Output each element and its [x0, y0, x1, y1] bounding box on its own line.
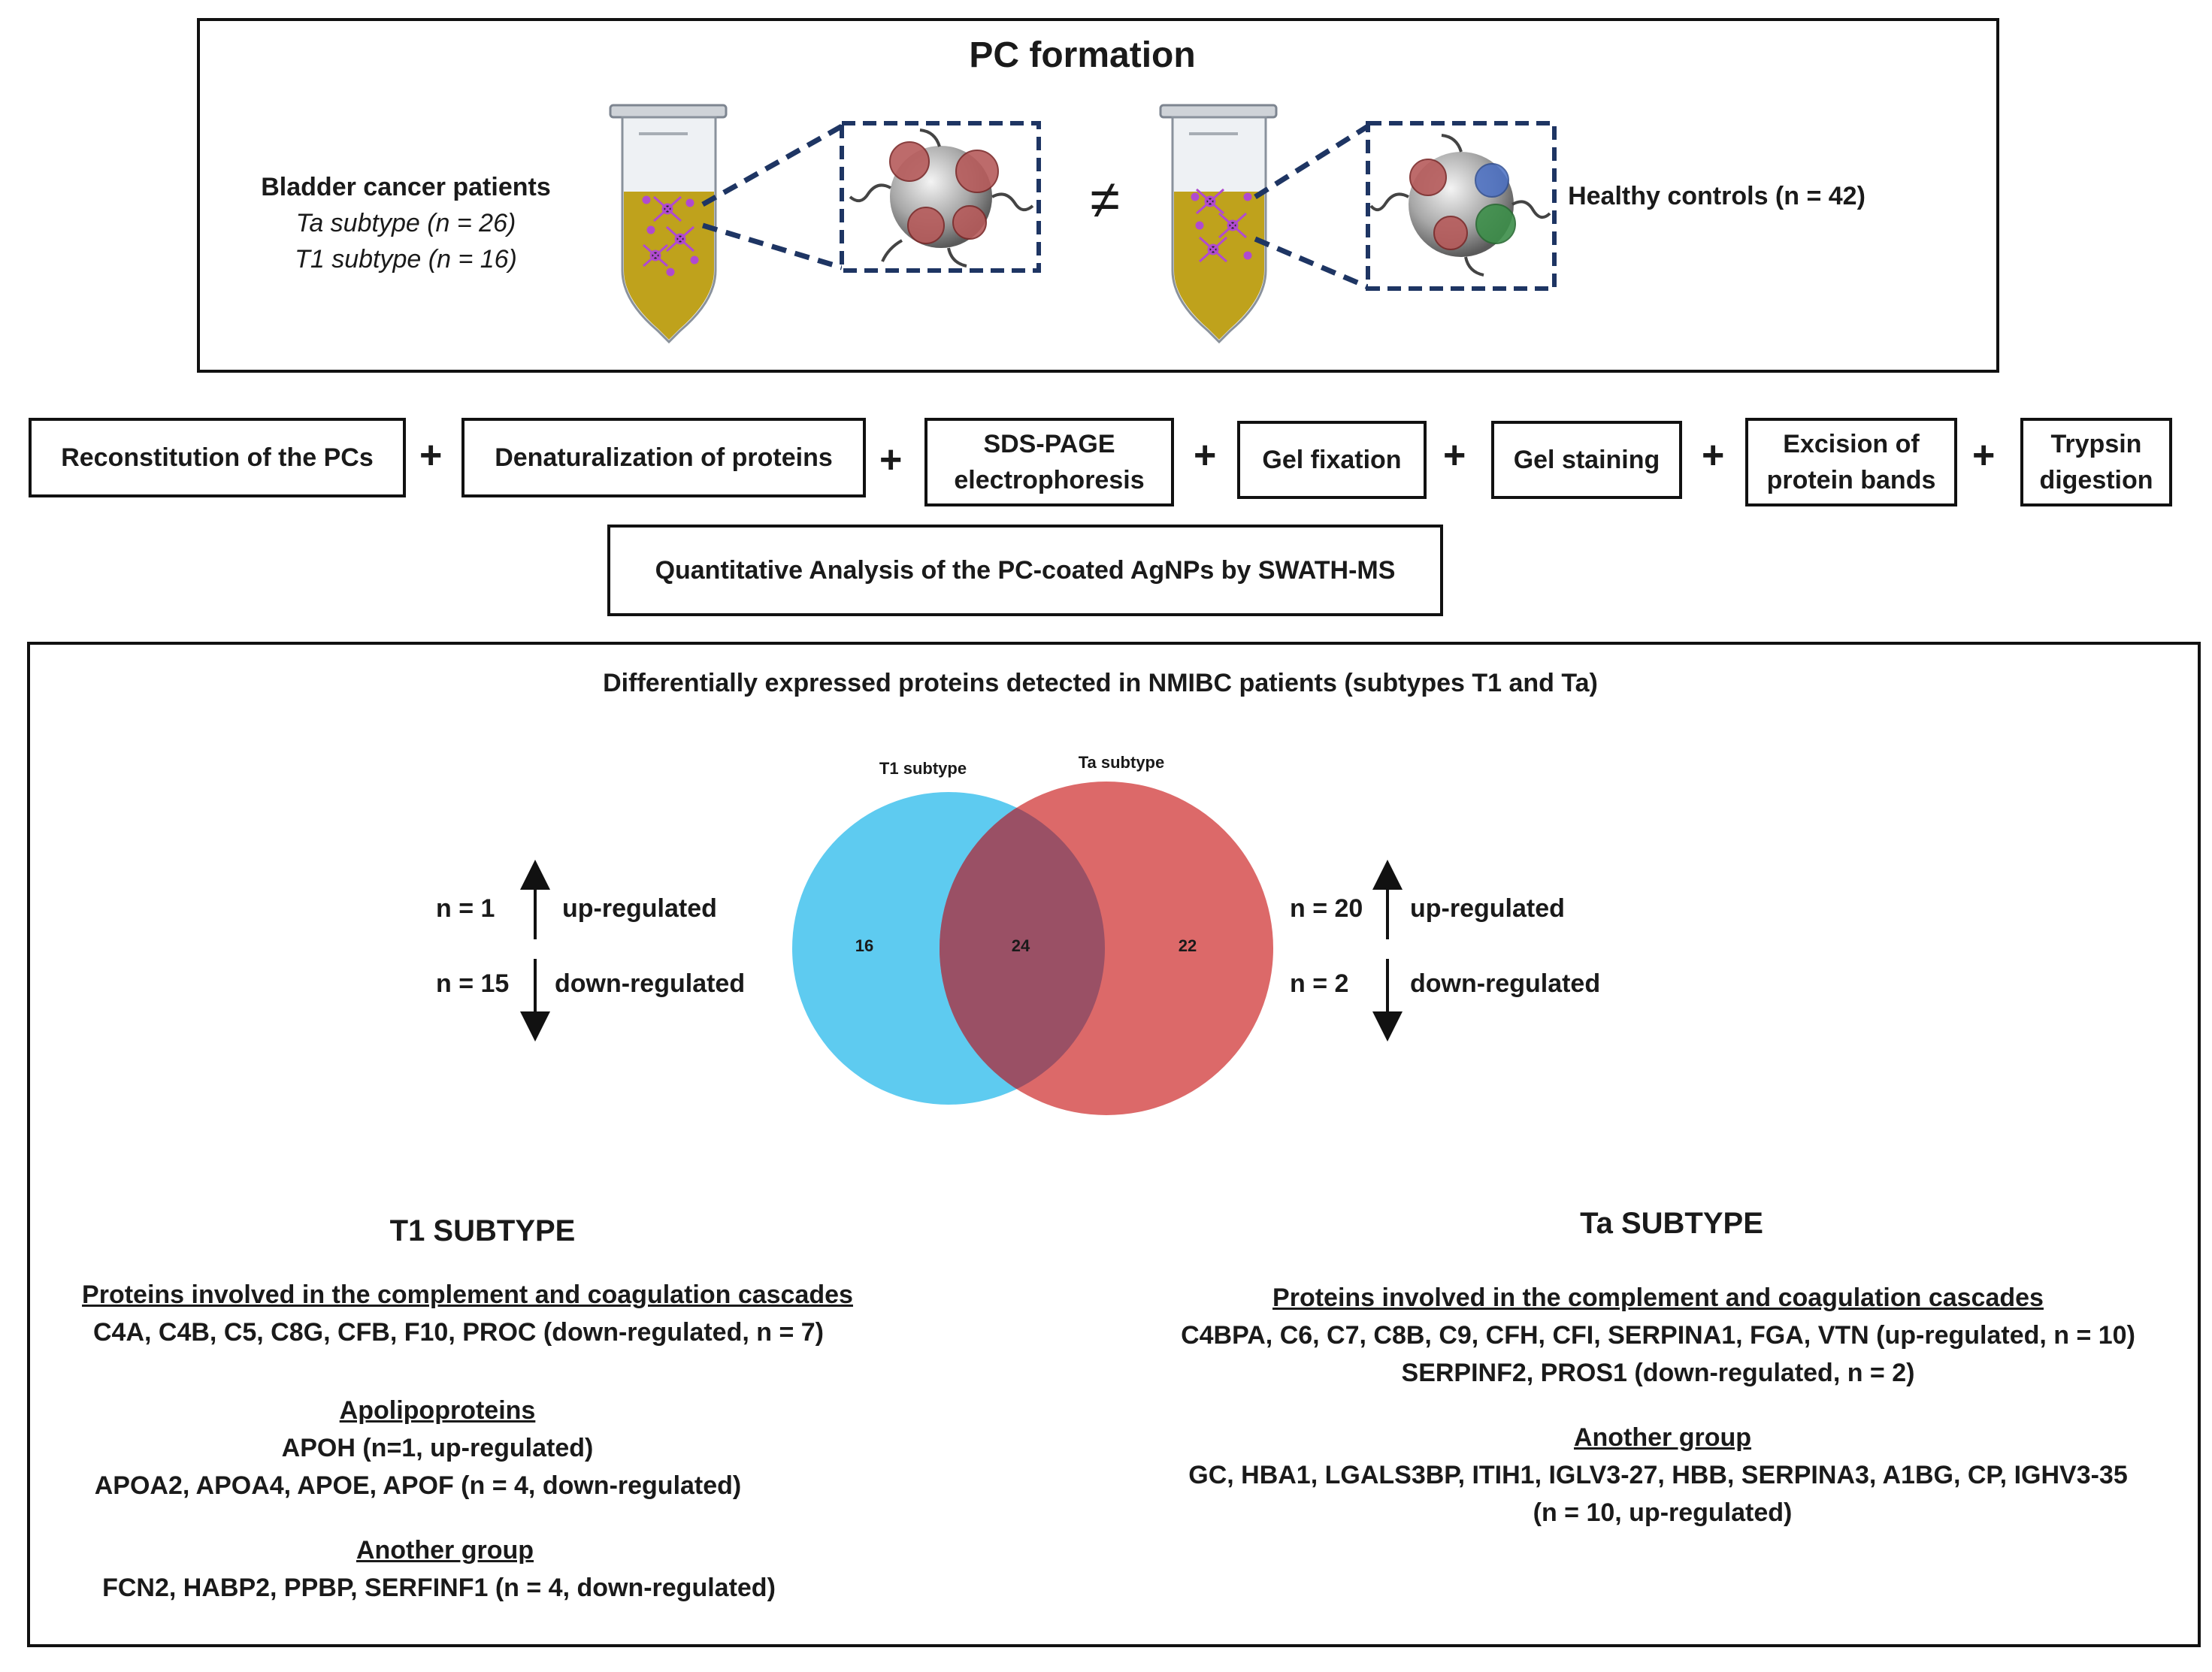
t1-down-count: n = 15 — [436, 969, 510, 998]
step-excision: Excision of protein bands — [1745, 418, 1957, 506]
venn-count-overlap: 24 — [1012, 936, 1030, 955]
patient-sample-tube-icon — [609, 104, 728, 344]
swath-analysis-box: Quantitative Analysis of the PC-coated A… — [607, 525, 1443, 616]
venn-label-t1: T1 subtype — [879, 759, 967, 778]
step-sds-page: SDS-PAGE electrophoresis — [924, 418, 1174, 506]
control-nanoparticle-icon — [1369, 134, 1551, 277]
patients-label: Bladder cancer patients — [261, 173, 551, 201]
plus-sign: + — [879, 438, 903, 482]
plus-sign: + — [1194, 434, 1217, 477]
ta-complement-up: C4BPA, C6, C7, C8B, C9, CFH, CFI, SERPIN… — [1181, 1321, 2135, 1350]
t1-another-group-title: Another group — [356, 1536, 534, 1565]
t1-heading: T1 SUBTYPE — [389, 1214, 576, 1247]
pc-illustration — [609, 104, 1557, 344]
plus-sign: + — [1443, 434, 1466, 477]
control-sample-tube-icon — [1159, 104, 1278, 344]
t1-up-label: up-regulated — [562, 894, 717, 923]
ta-heading: Ta SUBTYPE — [1580, 1207, 1763, 1240]
ta-up-label: up-regulated — [1410, 894, 1565, 923]
ta-up-count: n = 20 — [1290, 894, 1363, 923]
step-gel-staining: Gel staining — [1491, 421, 1682, 499]
ta-down-count: n = 2 — [1290, 969, 1349, 998]
t1-complement-title: Proteins involved in the complement and … — [82, 1280, 853, 1309]
step-gel-fixation: Gel fixation — [1237, 421, 1427, 499]
patient-nanoparticle-icon — [849, 128, 1034, 268]
plus-sign: + — [1972, 434, 1996, 477]
t1-subtype-count: T1 subtype (n = 16) — [295, 245, 517, 274]
ta-another-group-title: Another group — [1573, 1423, 1752, 1452]
t1-up-count: n = 1 — [436, 894, 495, 923]
regulation-arrows — [520, 860, 1403, 1042]
ta-subtype-count: Ta subtype (n = 26) — [295, 209, 516, 237]
t1-another-group-list: FCN2, HABP2, PPBP, SERFINF1 (n = 4, down… — [102, 1574, 776, 1602]
venn-label-ta: Ta subtype — [1079, 753, 1165, 772]
t1-down-label: down-regulated — [555, 969, 746, 998]
ta-another-group-count: (n = 10, up-regulated) — [1533, 1498, 1793, 1527]
ta-another-group-list: GC, HBA1, LGALS3BP, ITIH1, IGLV3-27, HBB… — [1188, 1461, 2128, 1489]
venn-diagram: T1 subtype Ta subtype 16 24 22 — [792, 753, 1273, 1115]
ta-down-label: down-regulated — [1410, 969, 1601, 998]
ta-complement-down: SERPINF2, PROS1 (down-regulated, n = 2) — [1401, 1359, 1915, 1387]
pc-formation-panel — [197, 18, 1999, 373]
healthy-controls-label: Healthy controls (n = 42) — [1568, 182, 1866, 210]
t1-apolipoproteins-down: APOA2, APOA4, APOE, APOF (n = 4, down-re… — [94, 1471, 742, 1500]
t1-apolipoproteins-up: APOH (n=1, up-regulated) — [281, 1434, 594, 1462]
results-title: Differentially expressed proteins detect… — [603, 669, 1598, 697]
t1-apolipoproteins-title: Apolipoproteins — [339, 1396, 536, 1425]
step-reconstitution: Reconstitution of the PCs — [29, 418, 406, 497]
step-trypsin: Trypsin digestion — [2020, 418, 2172, 506]
plus-sign: + — [1702, 434, 1725, 477]
venn-count-ta-only: 22 — [1179, 936, 1197, 955]
venn-overlap — [940, 792, 1105, 1105]
pc-formation-title: PC formation — [969, 35, 1196, 75]
not-equal-sign: ≠ — [1090, 170, 1120, 230]
ta-complement-title: Proteins involved in the complement and … — [1272, 1283, 2044, 1312]
venn-count-t1-only: 16 — [855, 936, 873, 955]
t1-complement-list: C4A, C4B, C5, C8G, CFB, F10, PROC (down-… — [93, 1318, 824, 1347]
step-denaturalization: Denaturalization of proteins — [461, 418, 866, 497]
plus-sign: + — [419, 434, 443, 477]
